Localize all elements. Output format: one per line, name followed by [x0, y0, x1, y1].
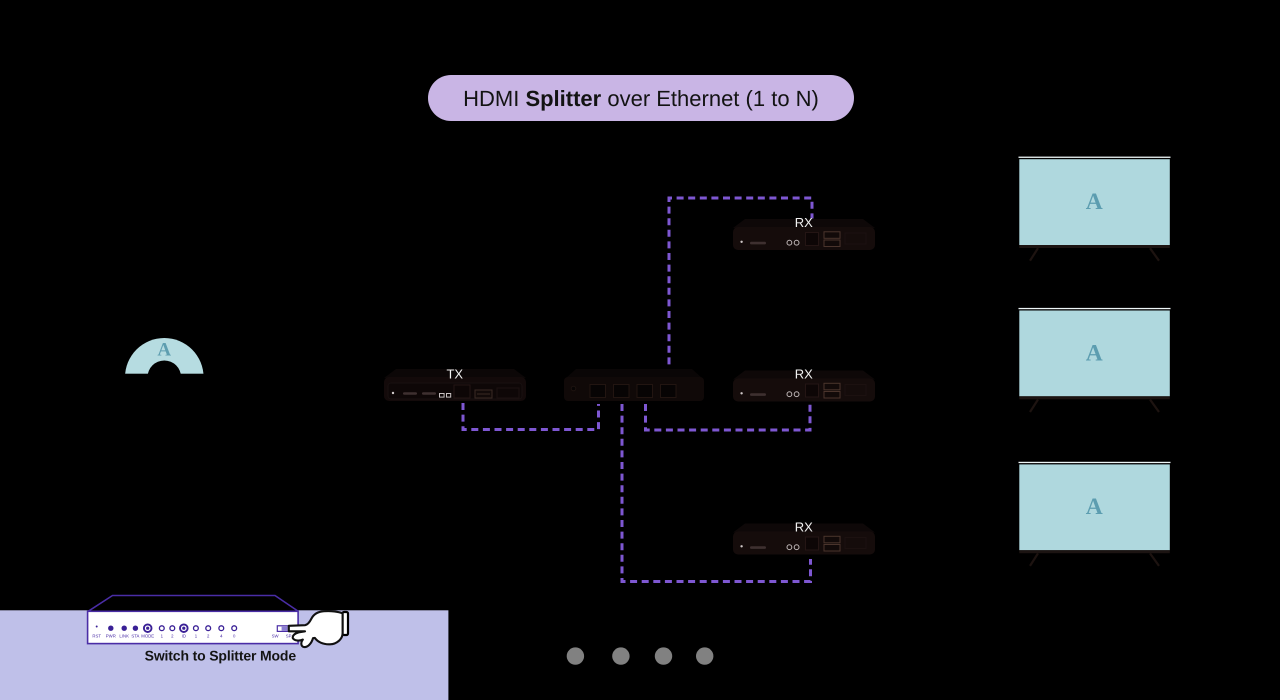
svg-text:SW: SW [272, 634, 280, 639]
svg-text:A: A [157, 339, 171, 360]
svg-text:2: 2 [171, 634, 174, 639]
svg-text:1: 1 [195, 634, 198, 639]
svg-text:SP: SP [286, 634, 292, 639]
svg-text:ID: ID [182, 634, 186, 639]
svg-text:MODE: MODE [141, 634, 154, 639]
svg-text:Switch to Splitter Mode: Switch to Splitter Mode [145, 647, 297, 663]
svg-text:1: 1 [161, 634, 164, 639]
svg-text:HDMI Splitter over Ethernet (1: HDMI Splitter over Ethernet (1 to N) [463, 86, 819, 111]
svg-text:STA: STA [131, 634, 139, 639]
svg-text:4: 4 [220, 634, 223, 639]
svg-text:LINK: LINK [119, 634, 129, 639]
svg-text:PWR: PWR [106, 634, 116, 639]
svg-text:TX: TX [446, 367, 463, 382]
svg-text:0: 0 [233, 634, 236, 639]
svg-text:2: 2 [207, 634, 210, 639]
svg-text:RST: RST [92, 634, 101, 639]
